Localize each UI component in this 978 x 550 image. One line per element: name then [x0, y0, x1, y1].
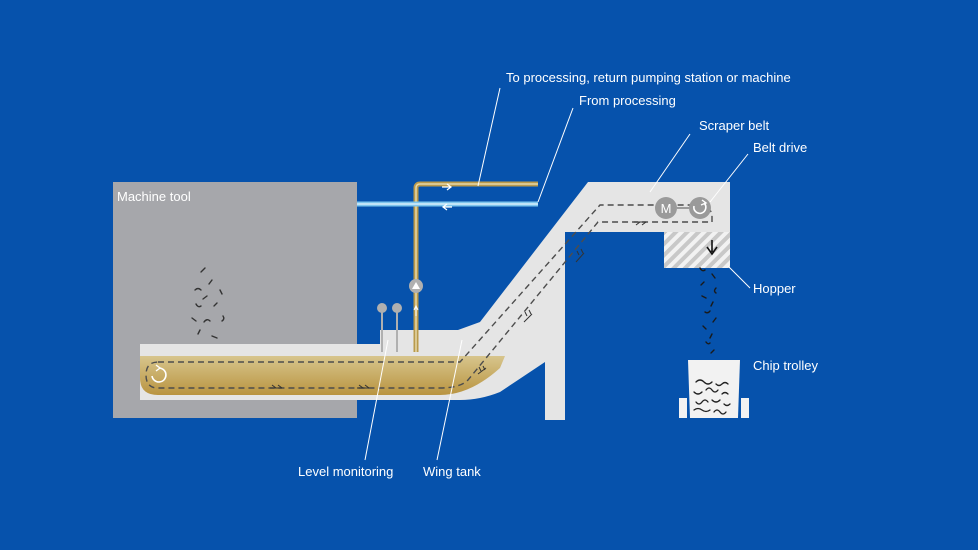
from-processing-label: From processing: [579, 93, 676, 108]
chip-trolley-label: Chip trolley: [753, 358, 819, 373]
arrow-left-icon: [442, 203, 452, 211]
arrow-right-icon: [442, 183, 452, 191]
coolant-fill: [140, 356, 505, 395]
leader-lines: [364, 87, 751, 461]
hopper-label: Hopper: [753, 281, 796, 296]
level-sensors: [377, 303, 402, 352]
scraper-marks: [270, 221, 647, 389]
belt-drive-icon: [689, 197, 711, 219]
chips-in-machine: [191, 267, 225, 339]
chip-trolley: [679, 360, 749, 418]
motor-letter: M: [661, 201, 672, 216]
machine-tool-label: Machine tool: [117, 189, 191, 204]
motor-icon: [655, 197, 677, 219]
arrow-down-icon: [706, 240, 718, 256]
hopper-box: [664, 232, 730, 268]
pipes: [357, 181, 538, 352]
to-processing-label: To processing, return pumping station or…: [506, 70, 791, 85]
belt-drive-label: Belt drive: [753, 140, 808, 155]
wing-tank-label: Wing tank: [423, 464, 481, 479]
scraper-belt-label: Scraper belt: [699, 118, 770, 133]
level-monitoring-label: Level monitoring: [298, 464, 394, 479]
falling-chips: [699, 267, 717, 354]
